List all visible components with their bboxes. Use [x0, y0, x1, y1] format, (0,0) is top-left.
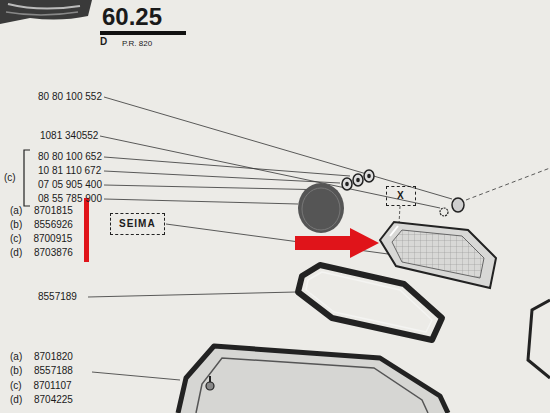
callout-text: X [397, 190, 405, 202]
page-code: D [100, 36, 107, 48]
page-number: 60.25 [102, 4, 162, 30]
title-bar [100, 31, 186, 35]
lamp-photo [0, 0, 92, 24]
page-ref: P.R. 820 [122, 38, 152, 50]
washers [342, 170, 374, 190]
variant-letter: (c) [4, 172, 16, 184]
part-number: 1081 340552 [40, 130, 98, 142]
part-number: (d) 8703876 [10, 247, 73, 259]
lamp-base [178, 346, 448, 413]
part-number: (b) 8556926 [10, 219, 73, 231]
part-number: 07 05 905 400 [38, 179, 102, 191]
dashed-callout-box: SEIMA [110, 213, 165, 235]
highlight-bar [84, 198, 89, 262]
callout-text: SEIMA [119, 218, 156, 230]
part-number: 8557189 [38, 291, 77, 303]
part-number: (a) 8701820 [10, 351, 73, 363]
nut [440, 198, 464, 216]
part-number: (c) 8700915 [10, 233, 72, 245]
dashed-callout-box: X [386, 186, 416, 206]
pointer-arrow [295, 228, 379, 258]
lens [380, 222, 496, 288]
part-number: 80 80 100 552 [38, 91, 102, 103]
grille-disc [298, 183, 344, 233]
group-bracket [24, 150, 30, 206]
part-number: (b) 8557188 [10, 365, 73, 377]
body-fragment [528, 300, 550, 378]
part-number: 80 80 100 652 [38, 151, 102, 163]
part-number: (a) 8701815 [10, 205, 73, 217]
part-number: 08 55 785 900 [38, 193, 102, 205]
gasket [298, 265, 442, 340]
part-number: (d) 8704225 [10, 394, 73, 406]
part-number: (c) 8701107 [10, 380, 72, 392]
part-number: 10 81 110 672 [38, 165, 101, 177]
